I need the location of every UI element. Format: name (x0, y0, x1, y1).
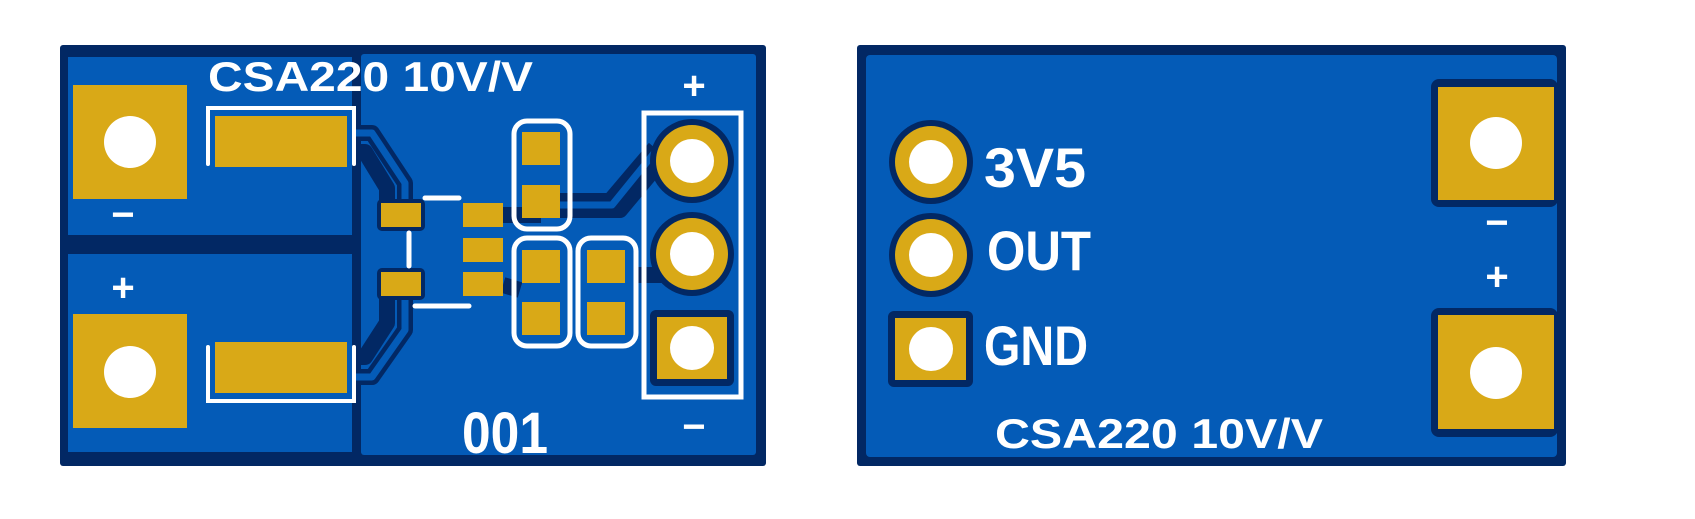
copper-zone (866, 55, 1557, 457)
ic-pad (463, 272, 503, 296)
serial-number: 001 (462, 401, 548, 466)
board-title: CSA220 10V/V (995, 410, 1323, 457)
terminal-minus-label: − (1485, 201, 1508, 245)
terminal-hole (1470, 347, 1522, 399)
pin-3v5 (889, 120, 973, 204)
ic-pad (463, 203, 503, 227)
front-board: − + (60, 45, 766, 466)
input-minus-label: − (111, 193, 134, 237)
terminal-hole (104, 116, 156, 168)
header-plus-label: + (682, 64, 705, 108)
pin-label-3v5: 3V5 (984, 136, 1086, 199)
header-minus-label: − (682, 405, 705, 449)
terminal-hole (104, 346, 156, 398)
ic-pad (381, 272, 421, 296)
shunt-outline (206, 106, 356, 166)
shunt-pad (215, 342, 347, 393)
ic-pad (381, 203, 421, 227)
board-title: CSA220 10V/V (208, 53, 533, 100)
shunt-pad (215, 116, 347, 167)
pin-out (889, 213, 973, 297)
pin-header (641, 110, 744, 400)
shunt-outline (206, 345, 356, 403)
pin-label-gnd: GND (984, 314, 1088, 377)
ic-pad (463, 238, 503, 262)
back-board: − + 3V5 OUT GND CSA220 10V/V (857, 45, 1566, 466)
capacitor-c1 (511, 118, 573, 232)
resistor-r1 (575, 235, 639, 349)
amplifier-ic (377, 195, 503, 309)
terminal-hole (1470, 117, 1522, 169)
pin-gnd (888, 311, 973, 387)
terminal-plus-label: + (1485, 255, 1508, 299)
capacitor-c2 (511, 235, 573, 349)
input-plus-label: + (111, 266, 134, 310)
pin-label-out: OUT (987, 219, 1091, 282)
